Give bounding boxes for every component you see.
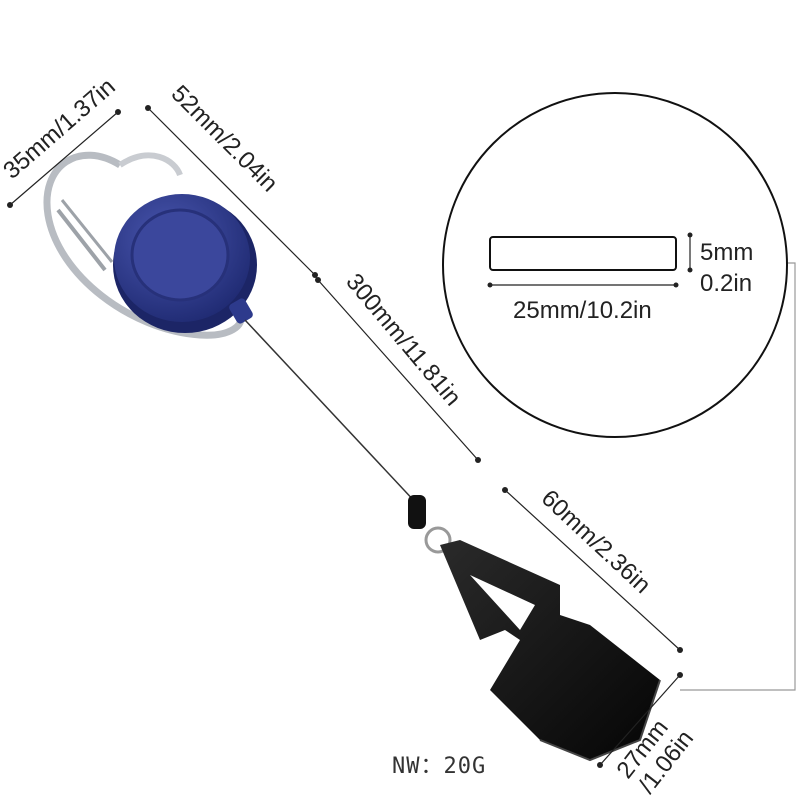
- carabiner: [43, 151, 245, 339]
- cross-section-inset: 5mm 0.2in 25mm/10.2in: [442, 92, 788, 438]
- lighter-holder: [408, 495, 661, 762]
- retractable-reel: [113, 194, 257, 333]
- inset-width: 25mm/10.2in: [513, 297, 652, 324]
- retractable-cord: [244, 319, 419, 506]
- reel-length-label: 52mm/2.04in: [166, 80, 283, 197]
- holder-length-label: 60mm/2.36in: [536, 485, 656, 599]
- net-weight: NW：20G: [392, 754, 486, 779]
- inset-height-mm: 5mm: [700, 239, 753, 266]
- cross-section-shape: [489, 236, 677, 271]
- inset-height-in: 0.2in: [700, 270, 752, 297]
